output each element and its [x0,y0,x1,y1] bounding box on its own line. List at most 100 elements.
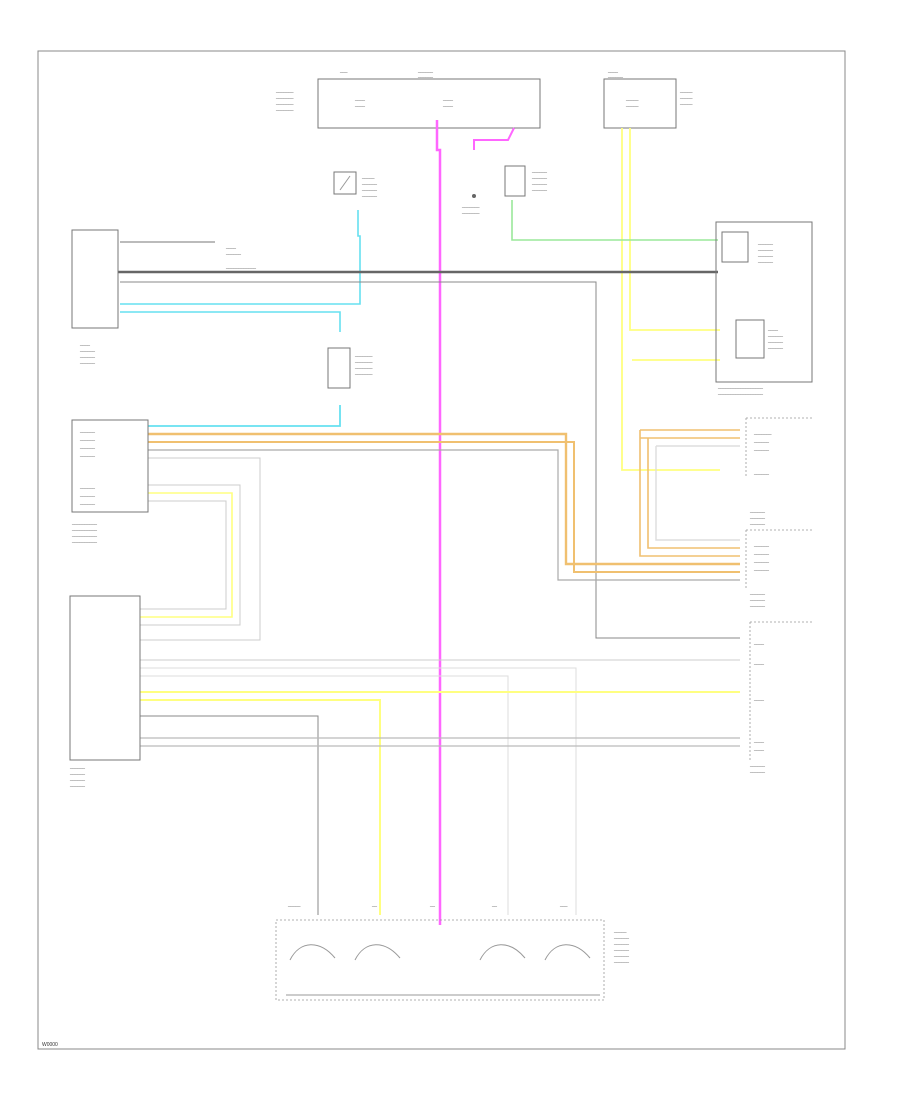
svg-text:______: ______ [79,452,96,457]
right-switch-box [715,221,813,383]
svg-text:_______: _______ [354,358,373,363]
svg-text:______: ______ [79,359,96,364]
svg-text:_____: _____ [361,174,375,179]
svg-text:____: ____ [354,96,366,101]
svg-text:______: ______ [361,186,378,191]
svg-text:__________: __________ [71,526,98,531]
svg-text:______: ______ [531,168,548,173]
svg-text:______: ______ [753,470,770,475]
left-component [71,229,119,329]
wire-green [511,200,718,241]
svg-text:___: ___ [339,68,348,73]
svg-text:______: ______ [757,246,774,251]
svg-text:______: ______ [69,782,86,787]
wire-gray-ecm-5 [140,737,740,747]
svg-text:_____: _____ [613,928,627,933]
range-switch-contacts [286,944,600,996]
wire-yellow-right [621,128,720,471]
svg-text:____: ____ [753,640,765,645]
svg-text:______: ______ [79,353,96,358]
splice-labels: ____ ______ ____________ [225,244,257,269]
right-module-1 [745,417,812,476]
svg-text:______: ______ [613,940,630,945]
svg-text:_____: _____ [679,88,693,93]
svg-text:______: ______ [531,174,548,179]
svg-text:____: ____ [753,696,765,701]
svg-text:______: ______ [79,347,96,352]
wire-gray-tcm [148,449,740,581]
range-switch-labels: _____ __ __ __ ___ _____ ______ ______ _… [287,902,630,963]
wire-cyan-tcm [148,405,341,427]
wire-orange-a [148,432,740,566]
svg-text:______: ______ [749,508,766,513]
svg-text:_______: _______ [275,100,294,105]
svg-text:___: ___ [559,902,568,907]
wire-pink-main [435,120,442,925]
svg-text:_______: _______ [354,364,373,369]
svg-text:______: ______ [607,73,624,78]
footer-code: W0000 [42,1042,58,1048]
svg-text:____: ____ [225,244,237,249]
fuse-block-right [603,78,677,129]
svg-text:_____: _____ [625,102,639,107]
svg-text:______: ______ [79,428,96,433]
svg-text:______: ______ [361,180,378,185]
relay-switch-1 [333,171,357,195]
svg-text:______: ______ [767,338,784,343]
svg-text:______: ______ [753,446,770,451]
svg-text:______: ______ [749,768,766,773]
wire-gray-ecm-4 [140,715,319,915]
fuse-block-labels: _______ _______ _______ _______ ___ ____… [275,68,693,111]
right-module-labels: _______ ______ ______ ______ ______ ____… [749,430,772,607]
svg-text:______: ______ [753,558,770,563]
svg-text:______: ______ [753,542,770,547]
relay-switch-2-labels: ______ ______ ______ ______ [531,168,548,191]
ground-point-labels: _______ _______ [461,203,480,214]
svg-text:______: ______ [69,776,86,781]
svg-text:____: ____ [607,68,619,73]
wire-gray-to-pcm [120,281,740,639]
svg-text:______: ______ [613,946,630,951]
svg-text:______: ______ [225,250,242,255]
relay-mid-labels: _______ _______ _______ _______ [354,352,373,375]
svg-text:____: ____ [442,102,454,107]
relay-switch-1-labels: _____ ______ ______ ______ [361,174,378,197]
svg-text:_______: _______ [461,209,480,214]
svg-text:_______: _______ [461,203,480,208]
svg-text:______: ______ [531,186,548,191]
range-switch-box [275,919,605,1001]
svg-text:______: ______ [613,952,630,957]
wire-orange-b [148,441,740,573]
ground-point [472,194,476,198]
svg-text:______: ______ [613,958,630,963]
svg-text:______: ______ [757,258,774,263]
svg-text:____: ____ [354,102,366,107]
svg-text:____: ____ [767,326,779,331]
svg-text:______: ______ [79,484,96,489]
svg-text:______: ______ [749,596,766,601]
svg-text:______: ______ [749,520,766,525]
svg-text:______: ______ [753,550,770,555]
right-module-2 [745,529,812,588]
svg-text:______: ______ [767,344,784,349]
wire-yellow-ecm [140,691,740,915]
ipc-box [749,621,812,760]
svg-text:______: ______ [767,332,784,337]
svg-text:__________________: __________________ [717,390,764,395]
wire-yellow-tcm [140,492,233,618]
svg-text:_____: _____ [625,96,639,101]
right-switch-labels: ______ ______ ______ ______ ____ ______ … [717,240,784,395]
svg-text:__: __ [429,902,436,907]
svg-text:______: ______ [757,240,774,245]
wire-gray-ecm-2 [140,667,577,915]
right-switch-2 [735,319,765,359]
svg-text:____________: ____________ [225,264,257,269]
svg-text:__________: __________ [71,532,98,537]
svg-text:______: ______ [749,762,766,767]
svg-text:__________: __________ [71,520,98,525]
svg-text:_______: _______ [753,430,772,435]
svg-text:______: ______ [749,590,766,595]
relay-switch-1-contact [339,175,351,191]
left-component-labels: ____ ______ ______ ______ [79,341,96,364]
